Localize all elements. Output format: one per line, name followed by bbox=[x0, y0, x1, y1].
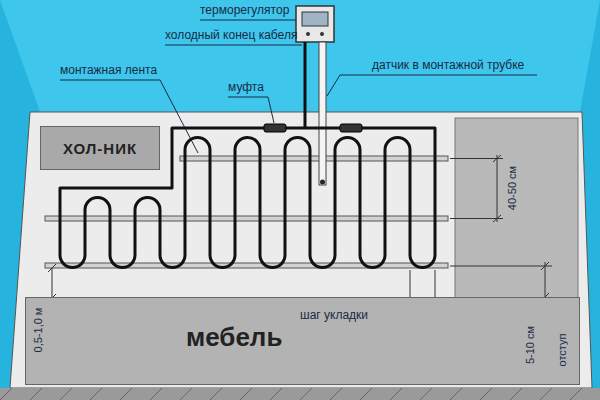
dimension-label: отступ bbox=[555, 334, 570, 367]
callout-label: холодный конец кабеля bbox=[165, 28, 297, 43]
callout-label: датчик в монтажной трубке bbox=[372, 58, 524, 73]
cable-coupling bbox=[340, 124, 362, 132]
dimension-label: 5-10 см bbox=[523, 326, 538, 364]
mounting-tape bbox=[45, 263, 448, 268]
sensor bbox=[320, 180, 325, 185]
dimension-line bbox=[450, 155, 503, 222]
dimension-line bbox=[450, 262, 552, 302]
callout-label: терморегулятор bbox=[200, 3, 289, 18]
thermostat-button bbox=[320, 32, 324, 36]
floor bbox=[10, 112, 592, 388]
callout-label: муфта bbox=[228, 80, 264, 95]
dimension-label: шаг укладки bbox=[300, 308, 368, 323]
node-text: мебель bbox=[186, 322, 282, 353]
base-hatch bbox=[0, 388, 582, 400]
cable-coupling bbox=[264, 124, 286, 132]
mounting-tape bbox=[45, 216, 448, 221]
node-text: ХОЛ-НИК bbox=[63, 140, 137, 157]
sensor-tube bbox=[319, 42, 326, 185]
thermostat-button bbox=[306, 32, 310, 36]
floor-base bbox=[0, 388, 600, 400]
thermostat bbox=[296, 6, 334, 42]
callout-label: монтажная лента bbox=[60, 63, 157, 78]
thermostat-display bbox=[302, 12, 328, 26]
dimension-label: 40-50 см bbox=[505, 166, 520, 210]
mounting-tape bbox=[180, 156, 448, 161]
offset-zone bbox=[455, 118, 578, 298]
dimension-label: 0,5-1,0 м bbox=[31, 308, 46, 353]
fridge-box: ХОЛ-НИК bbox=[40, 126, 160, 170]
heating-cable bbox=[60, 42, 435, 268]
